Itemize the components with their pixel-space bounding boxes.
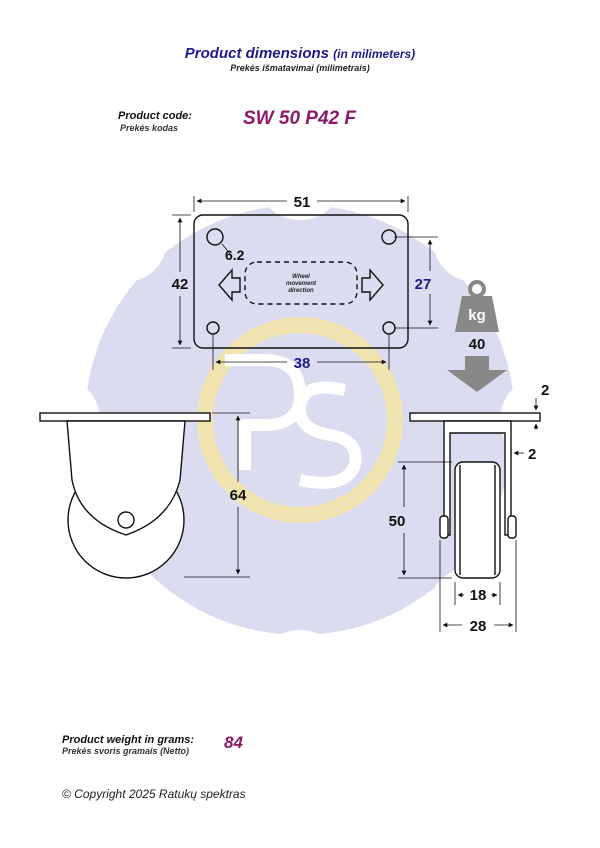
weight-icon <box>455 280 499 332</box>
dim-wheel-diameter: 50 <box>389 513 406 530</box>
weight-sublabel: Prekės svoris gramais (Netto) <box>62 746 190 756</box>
dim-plate-height: 42 <box>172 276 189 293</box>
direction-text-2: movement <box>286 281 317 287</box>
mounting-hole <box>206 321 220 335</box>
dim-hole-spacing-y: 27 <box>415 276 432 293</box>
front-dimension-lines <box>398 398 539 632</box>
load-arrow-icon <box>447 356 507 392</box>
front-view <box>409 412 541 579</box>
page-subtitle: Prekės išmatavimai (milimetrais) <box>230 63 370 73</box>
dim-plate-thickness: 2 <box>541 382 549 399</box>
side-dimension-lines <box>184 412 250 578</box>
weight-label: Product weight in grams: <box>62 734 195 746</box>
copyright: © Copyright 2025 Ratukų spektras <box>62 787 246 801</box>
right-arrow-icon <box>361 268 384 302</box>
watermark-gear <box>10 130 590 720</box>
dim-side-gap: 2 <box>528 446 536 463</box>
product-code-sublabel: Prekės kodas <box>120 123 179 133</box>
weight-value: 84 <box>224 733 243 752</box>
dim-wheel-width: 18 <box>470 587 487 604</box>
product-code-label: Product code: <box>118 110 192 122</box>
direction-text-3: direction <box>288 288 314 294</box>
load-capacity: 40 <box>469 336 486 353</box>
mounting-plate-outline <box>193 214 409 349</box>
dim-bracket-width: 28 <box>470 618 487 635</box>
weight-unit: kg <box>468 307 486 324</box>
side-view <box>39 412 211 579</box>
mounting-hole <box>206 228 224 246</box>
title-text: Product dimensions <box>184 45 329 62</box>
dim-hole-diameter: 6.2 <box>225 247 245 263</box>
dim-hole-spacing-x: 38 <box>294 355 311 372</box>
top-dimension-lines <box>172 196 438 370</box>
product-code-value: SW 50 P42 F <box>243 108 356 129</box>
left-arrow-icon <box>218 268 241 302</box>
page-title: Product dimensions (in milimeters) <box>0 45 600 62</box>
direction-text-1: Wheel <box>292 274 310 280</box>
dim-total-height: 64 <box>230 487 247 504</box>
title-suffix: (in milimeters) <box>333 47 416 61</box>
dim-plate-width: 51 <box>294 194 311 211</box>
